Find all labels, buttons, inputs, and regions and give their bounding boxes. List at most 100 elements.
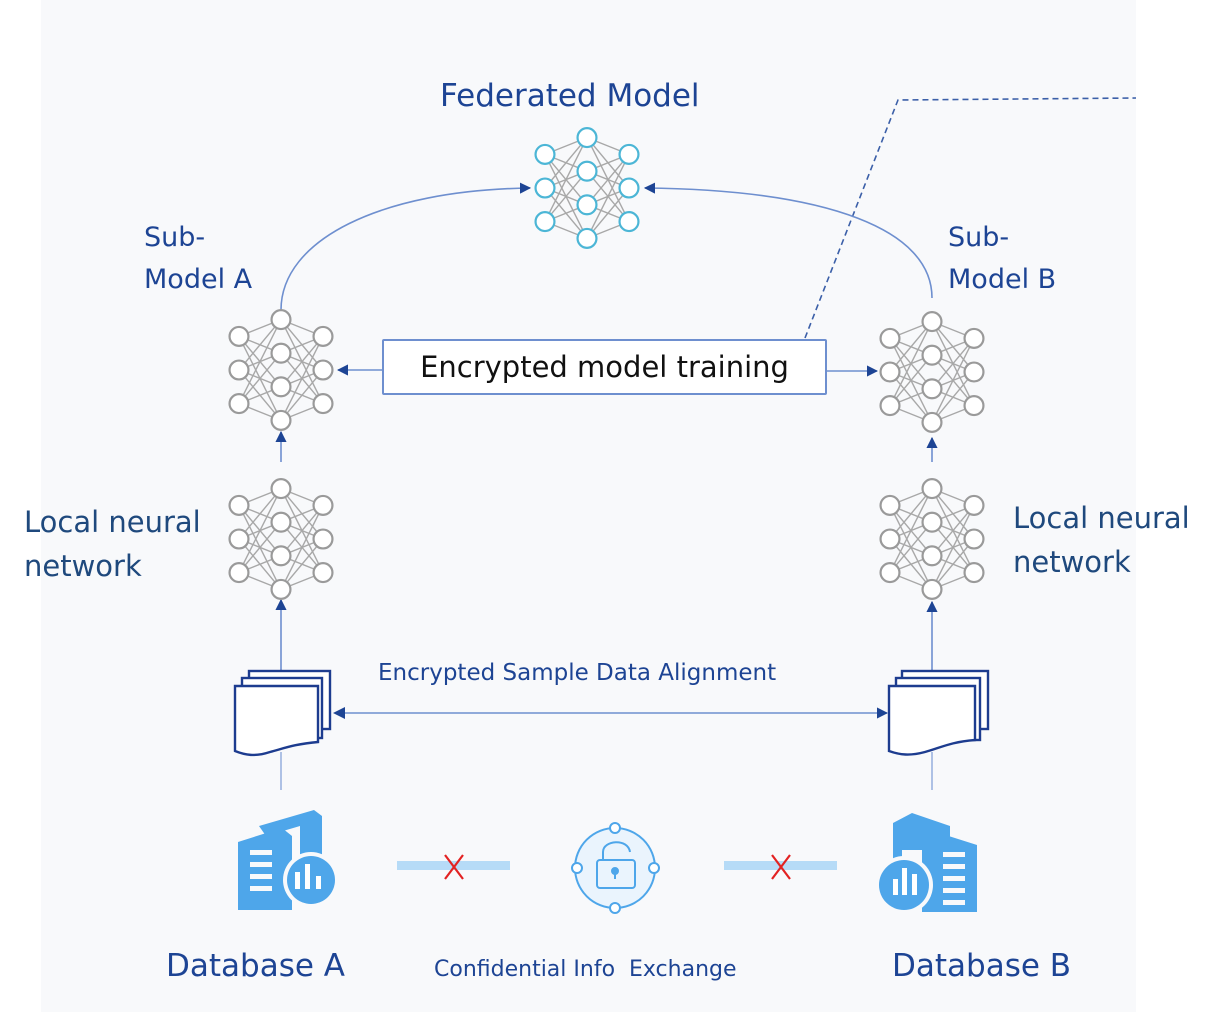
local-network-a-label: Local neural network: [24, 500, 201, 588]
nn-node: [879, 361, 901, 383]
nn-edge: [280, 538, 324, 590]
sub-model-a-label-line2: Model A: [144, 264, 253, 295]
nn-edge: [931, 338, 975, 423]
nn-node: [921, 578, 943, 600]
nn-node: [879, 562, 901, 584]
sub-model-b-label: Sub- Model B: [948, 217, 1056, 301]
local-network-b-neural-network-icon: [879, 478, 985, 600]
nn-edge: [889, 321, 933, 406]
nn-node: [921, 478, 943, 500]
nn-node: [963, 327, 985, 349]
nn-edge: [238, 521, 282, 574]
nn-edge: [889, 488, 933, 573]
local-network-a-label-line1: Local neural: [24, 505, 201, 539]
nn-node: [270, 376, 292, 398]
local-network-b-label: Local neural network: [1013, 496, 1190, 584]
nn-node: [312, 359, 334, 381]
database-a-label: Database A: [166, 948, 345, 984]
nn-edge: [586, 187, 630, 239]
nn-node: [963, 395, 985, 417]
nn-node: [312, 528, 334, 550]
callout-dashed-line: [804, 97, 1137, 339]
arc-b-to-federated: [643, 182, 933, 299]
nn-node: [534, 211, 556, 233]
encrypted-model-training-box: Encrypted model training: [382, 339, 827, 395]
alignment-arrow-left-head: [333, 707, 345, 719]
nn-node: [228, 528, 250, 550]
nn-edge: [889, 321, 933, 373]
database-b-building-icon: [875, 813, 977, 914]
nn-edge: [280, 504, 324, 557]
nn-node: [879, 494, 901, 516]
nn-node: [618, 177, 640, 199]
nn-edge: [586, 154, 630, 239]
nn-node: [576, 160, 598, 182]
nn-node: [963, 494, 985, 516]
nn-edge: [931, 371, 975, 423]
nn-node: [228, 494, 250, 516]
nn-node: [963, 361, 985, 383]
sub-model-b-neural-network-icon: [879, 311, 985, 433]
nn-edge: [931, 538, 975, 590]
nn-node: [228, 359, 250, 381]
sub-model-a-label: Sub- Model A: [144, 217, 252, 301]
data-a-document-stack-icon: [233, 669, 332, 757]
sub-model-a-label-line1: Sub-: [144, 222, 206, 253]
nn-node: [270, 578, 292, 600]
nn-node: [879, 327, 901, 349]
nn-node: [576, 127, 598, 149]
nn-node: [228, 562, 250, 584]
nn-edge: [280, 369, 324, 421]
nn-edge: [238, 319, 282, 371]
nn-edge: [544, 137, 588, 222]
sub-model-b-label-line2: Model B: [948, 264, 1057, 295]
alignment-label: Encrypted Sample Data Alignment: [378, 660, 777, 686]
local-network-b-label-line2: network: [1013, 545, 1131, 579]
nn-node: [270, 342, 292, 364]
nn-edge: [586, 153, 630, 206]
nn-node: [879, 395, 901, 417]
nn-node: [270, 309, 292, 331]
nn-edge: [238, 488, 282, 573]
nn-edge: [238, 488, 282, 540]
nn-node: [270, 511, 292, 533]
nn-edge: [544, 170, 588, 223]
local-network-b-label-line1: Local neural: [1013, 501, 1190, 535]
nn-node: [312, 562, 334, 584]
local-network-a-label-line2: network: [24, 549, 142, 583]
nn-edge: [238, 352, 282, 405]
nn-edge: [889, 521, 933, 574]
arc-a-to-federated: [280, 182, 532, 311]
sub-model-a-neural-network-icon: [228, 309, 334, 431]
nn-node: [534, 177, 556, 199]
confidential-exchange-label: Confidential Info Exchange: [434, 957, 737, 982]
nn-node: [921, 411, 943, 433]
nn-node: [312, 393, 334, 415]
blocked-x-right-icon: [771, 854, 791, 880]
nn-node: [270, 409, 292, 431]
nn-node: [618, 143, 640, 165]
data-b-document-stack-icon: [887, 669, 990, 756]
nn-node: [312, 325, 334, 347]
nn-node: [312, 494, 334, 516]
nn-node: [963, 562, 985, 584]
nn-edge: [238, 319, 282, 404]
nn-node: [270, 478, 292, 500]
nn-edge: [280, 335, 324, 388]
nn-node: [921, 511, 943, 533]
blocked-x-left-icon: [444, 854, 464, 880]
nn-edge: [280, 505, 324, 590]
nn-edge: [931, 337, 975, 390]
nn-node: [879, 528, 901, 550]
nn-node: [228, 325, 250, 347]
nn-node: [576, 194, 598, 216]
lock-icon: [571, 822, 660, 914]
database-a-building-icon: [238, 810, 339, 910]
nn-node: [963, 528, 985, 550]
local-network-a-neural-network-icon: [228, 478, 334, 600]
nn-node: [576, 227, 598, 249]
database-b-label: Database B: [892, 948, 1072, 984]
nn-node: [228, 393, 250, 415]
nn-edge: [280, 336, 324, 421]
